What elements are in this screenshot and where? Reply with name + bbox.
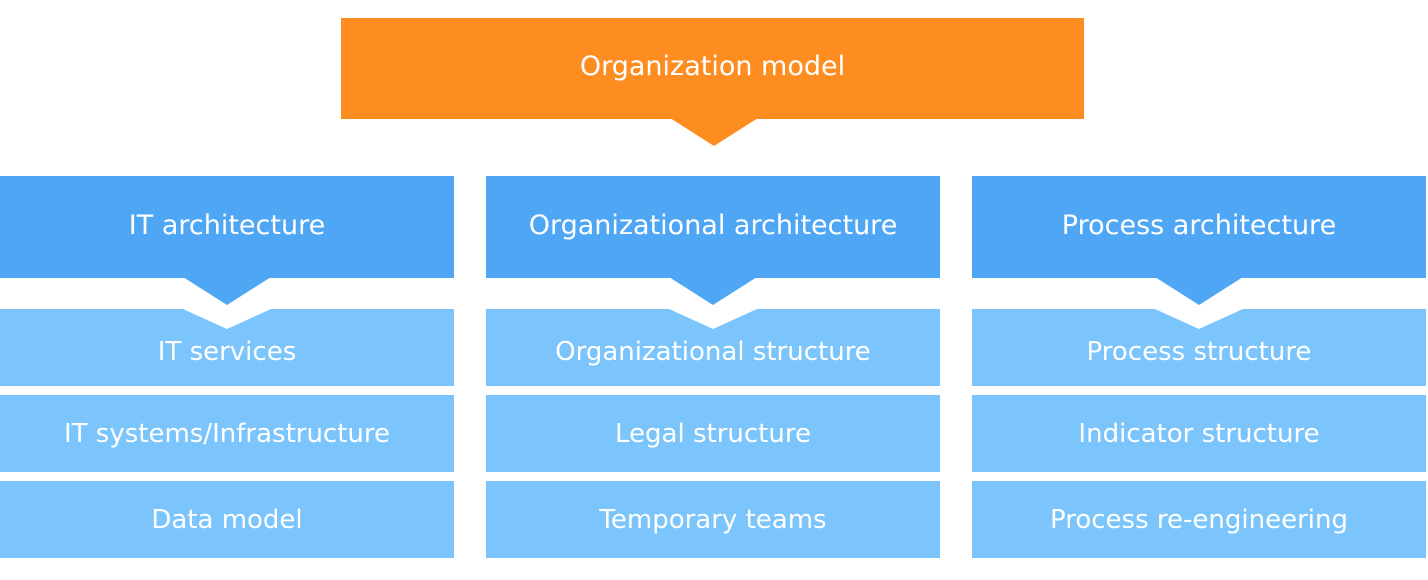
pointer-it-architecture <box>183 277 271 305</box>
item-it-systems-infrastructure: IT systems/Infrastructure <box>0 395 454 472</box>
notch-process-architecture <box>1155 309 1243 329</box>
item-label: Organizational structure <box>555 336 871 367</box>
notch-it-architecture <box>183 309 271 329</box>
item-label: Legal structure <box>615 418 811 449</box>
pointer-organizational-architecture <box>669 277 757 305</box>
column-header-it-architecture: IT architecture <box>0 176 454 278</box>
item-organizational-structure: Organizational structure <box>486 309 940 386</box>
column-title: IT architecture <box>128 209 326 241</box>
organization-model-label: Organization model <box>579 51 846 82</box>
organization-model-pointer <box>670 118 758 146</box>
column-title: Organizational architecture <box>528 209 898 241</box>
item-label: IT services <box>157 336 297 367</box>
pointer-process-architecture <box>1155 277 1243 305</box>
item-indicator-structure: Indicator structure <box>972 395 1426 472</box>
item-label: Process re-engineering <box>1050 504 1348 535</box>
item-label: Process structure <box>1086 336 1312 367</box>
item-process-re-engineering: Process re-engineering <box>972 481 1426 558</box>
item-label: IT systems/Infrastructure <box>63 418 391 449</box>
notch-organizational-architecture <box>669 309 757 329</box>
organization-model-box: Organization model <box>341 18 1084 119</box>
item-data-model: Data model <box>0 481 454 558</box>
column-header-process-architecture: Process architecture <box>972 176 1426 278</box>
item-label: Temporary teams <box>599 504 827 535</box>
item-temporary-teams: Temporary teams <box>486 481 940 558</box>
item-label: Data model <box>151 504 303 535</box>
item-label: Indicator structure <box>1078 418 1320 449</box>
column-title: Process architecture <box>1061 209 1337 241</box>
item-legal-structure: Legal structure <box>486 395 940 472</box>
column-header-organizational-architecture: Organizational architecture <box>486 176 940 278</box>
